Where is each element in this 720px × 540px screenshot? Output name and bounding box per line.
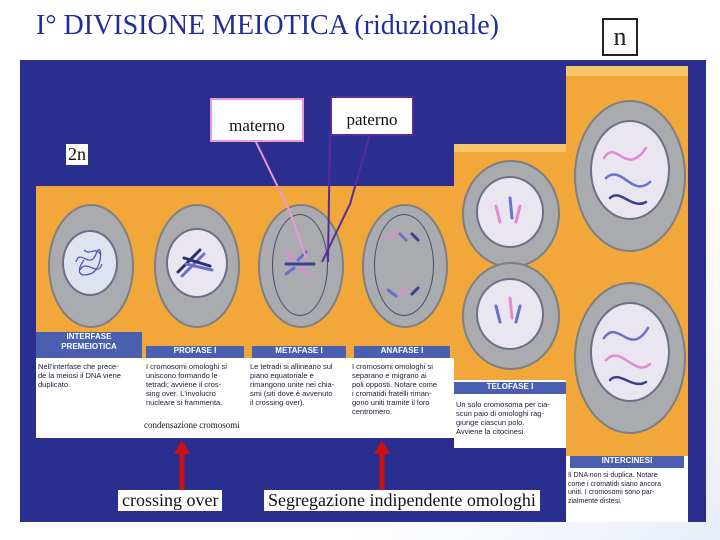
condensation-label: condensazione cromosomi: [144, 420, 240, 430]
arrow-up-icon: [372, 440, 392, 492]
arrow-up-icon: [172, 440, 192, 492]
crossing-over-label: crossing over: [118, 490, 222, 511]
segregation-label: Segregazione indipendente omologhi: [264, 490, 540, 511]
ploidy-2n-label: 2n: [66, 144, 88, 165]
